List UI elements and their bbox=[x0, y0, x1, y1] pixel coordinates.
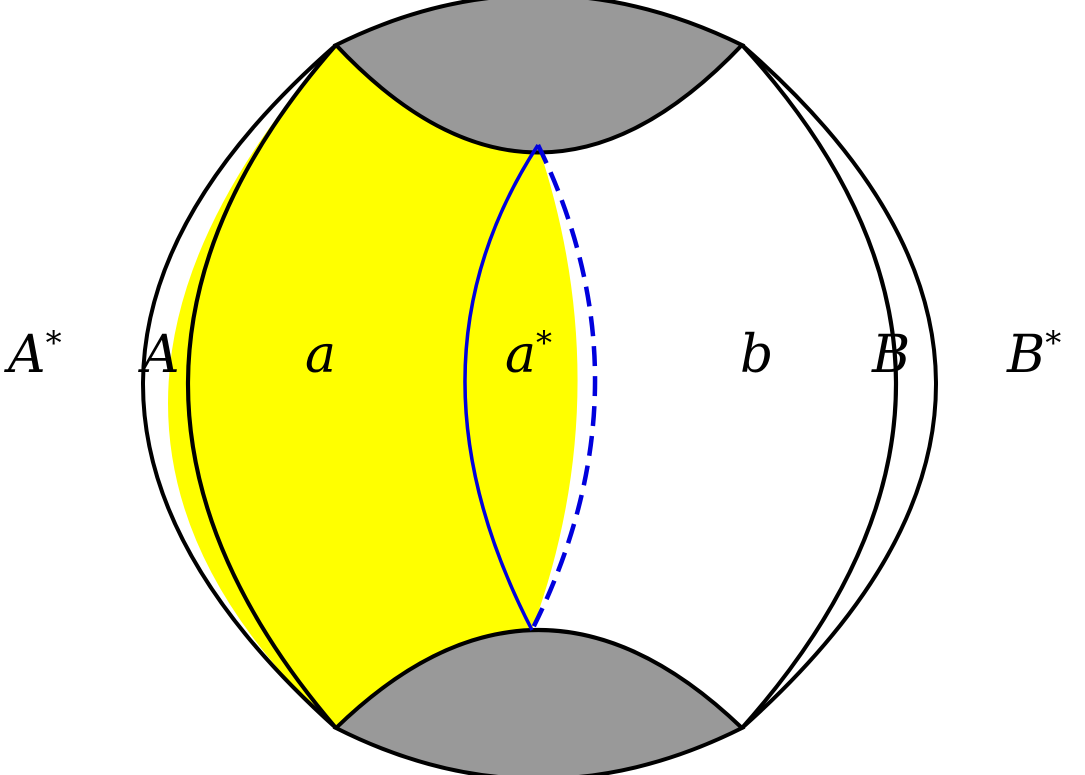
top-grey-cap bbox=[332, 0, 746, 155]
label-B: B bbox=[871, 325, 910, 385]
label-a: a bbox=[305, 325, 336, 385]
boundary-A bbox=[186, 43, 338, 730]
label-A-star: A* bbox=[4, 324, 62, 385]
label-A: A bbox=[138, 325, 180, 385]
boundary-A-star bbox=[141, 43, 338, 730]
label-b: b bbox=[740, 325, 773, 385]
blue-dashed-surface bbox=[529, 144, 598, 632]
boundary-B bbox=[740, 43, 898, 730]
yellow-wedge-region bbox=[168, 45, 578, 728]
blue-solid-surface bbox=[463, 144, 540, 631]
boundary-B-star bbox=[740, 43, 938, 730]
label-B-star: B* bbox=[1006, 324, 1061, 385]
label-a-star: a* bbox=[505, 324, 552, 385]
